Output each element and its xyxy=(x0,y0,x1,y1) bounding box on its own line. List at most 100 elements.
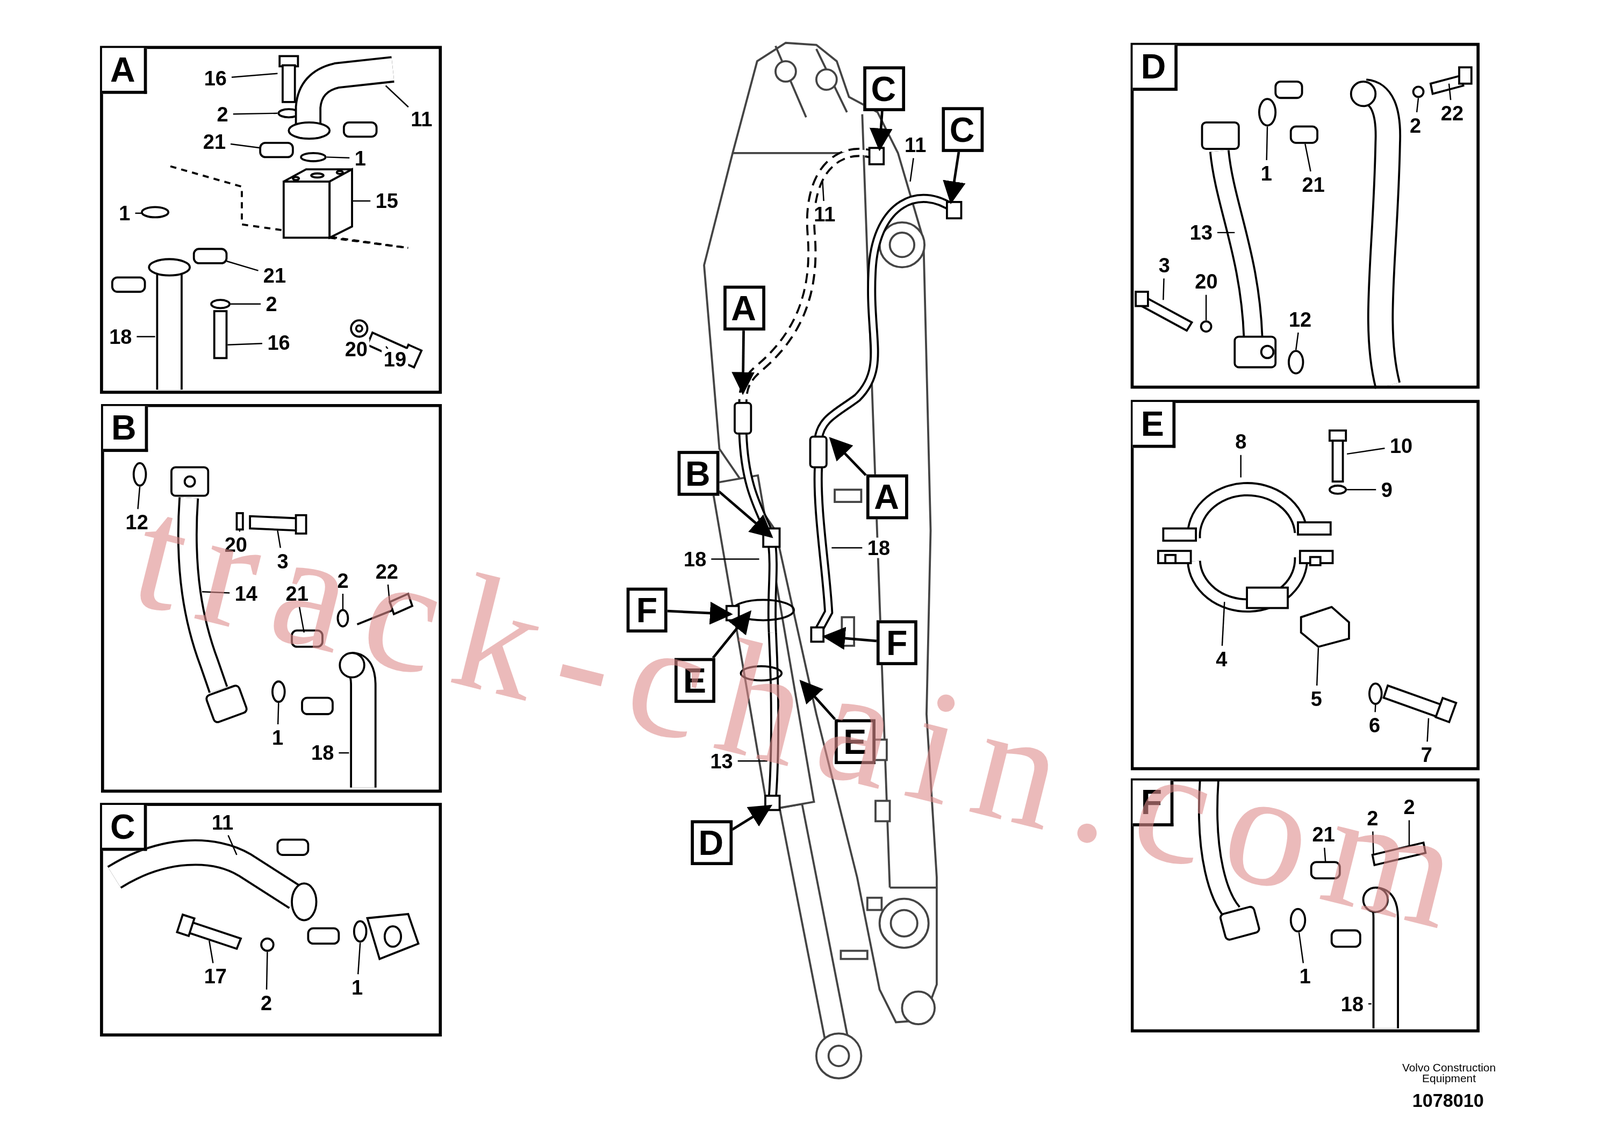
detail-parts xyxy=(302,698,333,715)
callout-number: 21 xyxy=(261,265,289,286)
detail-parts xyxy=(1297,522,1331,535)
fittings xyxy=(1219,906,1260,941)
detail-parts xyxy=(272,681,285,702)
callout-number: 19 xyxy=(381,348,409,370)
callout-number: 13 xyxy=(1187,222,1215,243)
fittings xyxy=(1351,81,1376,107)
leader-line xyxy=(326,156,350,158)
excavator-arm xyxy=(828,1045,850,1067)
detail-parts xyxy=(1331,930,1361,947)
hose xyxy=(1208,780,1233,914)
excavator-arm xyxy=(867,898,882,911)
callout-number: 5 xyxy=(1308,689,1325,710)
callout-letter: D xyxy=(698,825,724,861)
fittings xyxy=(291,883,317,921)
fittings xyxy=(869,147,885,164)
callout-number: 16 xyxy=(202,68,229,89)
fittings xyxy=(1261,346,1274,359)
excavator-arm xyxy=(816,69,837,90)
callout-number: 6 xyxy=(1366,715,1383,736)
callout-box: F xyxy=(876,620,918,666)
callout-arrow xyxy=(824,636,877,642)
callout-number: 4 xyxy=(1213,649,1230,670)
detail-parts xyxy=(336,170,343,175)
leader-line xyxy=(238,530,241,532)
detail-parts xyxy=(211,299,230,308)
fittings xyxy=(734,403,751,434)
leader-line xyxy=(138,486,141,510)
panel-letter: F xyxy=(1132,780,1174,827)
fittings xyxy=(288,122,330,139)
excavator-arm xyxy=(890,910,917,937)
callout-number: 2 xyxy=(335,570,351,591)
detail-parts xyxy=(350,320,368,337)
detail-parts xyxy=(1369,683,1382,705)
callout-number: 11 xyxy=(408,109,435,130)
excavator-arm xyxy=(732,45,937,888)
leader-line xyxy=(357,942,361,975)
callout-number: 18 xyxy=(681,548,709,570)
callout-box: F xyxy=(626,587,668,634)
callout-number: 14 xyxy=(232,583,260,605)
hose xyxy=(818,198,955,439)
leader-line xyxy=(227,343,263,346)
fittings xyxy=(184,476,196,487)
callout-box: D xyxy=(690,820,733,866)
excavator-arm xyxy=(840,950,867,959)
detail-parts xyxy=(1383,685,1446,719)
callout-letter: C xyxy=(870,71,896,107)
callout-box: A xyxy=(865,474,908,520)
leader-line xyxy=(230,303,261,305)
callout-number: 2 xyxy=(258,992,275,1014)
drawing-number: 1078010 xyxy=(1410,1092,1487,1111)
callout-number: 22 xyxy=(1438,103,1466,124)
detail-parts xyxy=(1413,86,1424,97)
callout-number: 7 xyxy=(1418,744,1435,766)
detail-parts xyxy=(249,516,298,532)
detail-parts xyxy=(291,630,323,647)
hose xyxy=(352,665,364,788)
detail-parts xyxy=(1329,485,1346,494)
hose xyxy=(307,69,393,128)
hose xyxy=(114,852,297,899)
hose xyxy=(1365,91,1388,386)
leader-line xyxy=(353,200,371,202)
callout-arrow xyxy=(732,806,771,830)
excavator-arm xyxy=(775,61,796,82)
leader-line xyxy=(388,584,390,605)
hose xyxy=(187,498,219,691)
callout-number: 9 xyxy=(1379,479,1395,500)
detail-parts xyxy=(292,176,299,181)
callout-letter: F xyxy=(636,592,658,628)
leader-line xyxy=(226,261,258,271)
detail-parts xyxy=(236,513,243,530)
leader-line xyxy=(233,113,278,115)
detail-parts xyxy=(112,277,146,292)
detail-parts xyxy=(367,914,419,960)
leader-line xyxy=(209,941,213,964)
detail-parts xyxy=(1301,607,1350,648)
fittings xyxy=(809,436,827,468)
callout-number: 20 xyxy=(222,534,250,556)
callout-letter: F xyxy=(886,625,908,661)
hose xyxy=(307,69,393,128)
fittings xyxy=(205,684,248,724)
detail-parts xyxy=(1259,98,1276,126)
callout-box: B xyxy=(677,450,720,497)
detail-parts xyxy=(1158,550,1191,564)
callout-number: 3 xyxy=(1156,255,1173,276)
leader-line xyxy=(338,752,349,754)
detail-parts xyxy=(1135,291,1149,307)
callout-number: 13 xyxy=(708,750,736,772)
detail-parts xyxy=(337,610,348,627)
callout-number: 18 xyxy=(309,742,336,764)
excavator-arm xyxy=(816,1033,862,1079)
callout-arrow xyxy=(742,330,744,393)
callout-letter: B xyxy=(685,456,711,492)
leader-line xyxy=(910,158,914,182)
leader-line xyxy=(822,179,824,202)
fittings xyxy=(732,599,794,621)
callout-arrow xyxy=(667,611,731,615)
callout-number: 8 xyxy=(1232,431,1249,452)
callout-number: 1 xyxy=(1258,163,1275,184)
